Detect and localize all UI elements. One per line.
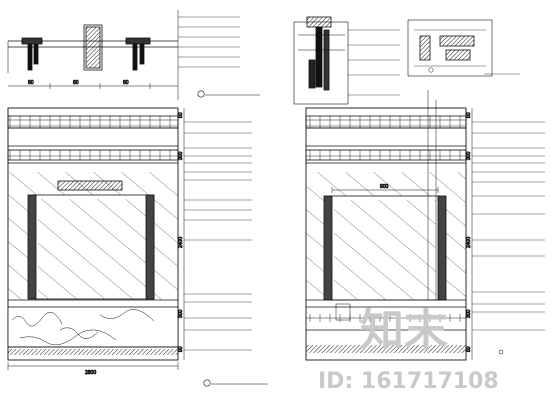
plan-dim-1: 80	[28, 80, 34, 86]
left-ceiling-band	[7, 115, 179, 129]
left-plan-title-marker	[197, 90, 260, 98]
watermark: 知末 ID: 161717108	[318, 305, 499, 394]
right-vdim-1: 50	[466, 112, 472, 118]
left-panel: 80 80 80	[7, 10, 268, 387]
right-jamb-left	[323, 195, 333, 301]
right-ceiling-band	[305, 115, 467, 129]
left-vdim-3: 2400	[178, 237, 184, 248]
left-vertical-dims: 50 300 2400 300 50	[178, 112, 185, 353]
right-opening-dim: 900	[380, 184, 389, 190]
left-grille-vent	[57, 180, 123, 191]
left-jamb-right	[145, 194, 155, 300]
watermark-id: ID: 161717108	[318, 369, 499, 394]
plan-dim-2: 80	[73, 80, 79, 86]
right-vdim-4: 300	[466, 309, 472, 318]
left-cornice-band	[7, 149, 179, 161]
right-vdim-5: 50	[466, 346, 472, 352]
left-vdim-2: 300	[178, 151, 184, 160]
right-node-detail	[293, 16, 520, 105]
right-cornice-band	[305, 149, 467, 161]
right-jamb-right	[437, 195, 447, 301]
left-elevation-title-marker	[203, 379, 211, 387]
left-stone-band	[7, 306, 179, 348]
left-bottom-dim: 2800	[85, 370, 96, 376]
right-vdim-3: 2400	[466, 237, 472, 248]
left-plan-detail: 80 80 80	[7, 10, 240, 100]
right-vdim-2: 300	[466, 151, 472, 160]
right-callout-leaders	[472, 121, 545, 331]
left-callout-leaders	[184, 121, 252, 351]
left-jamb-left	[27, 194, 37, 300]
right-vertical-dims: 50 300 2400 300 50	[466, 112, 473, 353]
watermark-logo: 知末	[360, 305, 448, 356]
right-panel: 900 50 300 2400 300 50	[293, 16, 545, 361]
left-vdim-1: 50	[178, 112, 184, 118]
plan-dim-3: 80	[123, 80, 129, 86]
left-vdim-5: 50	[178, 346, 184, 352]
left-vdim-4: 300	[178, 309, 184, 318]
right-floor-detail	[335, 303, 351, 321]
